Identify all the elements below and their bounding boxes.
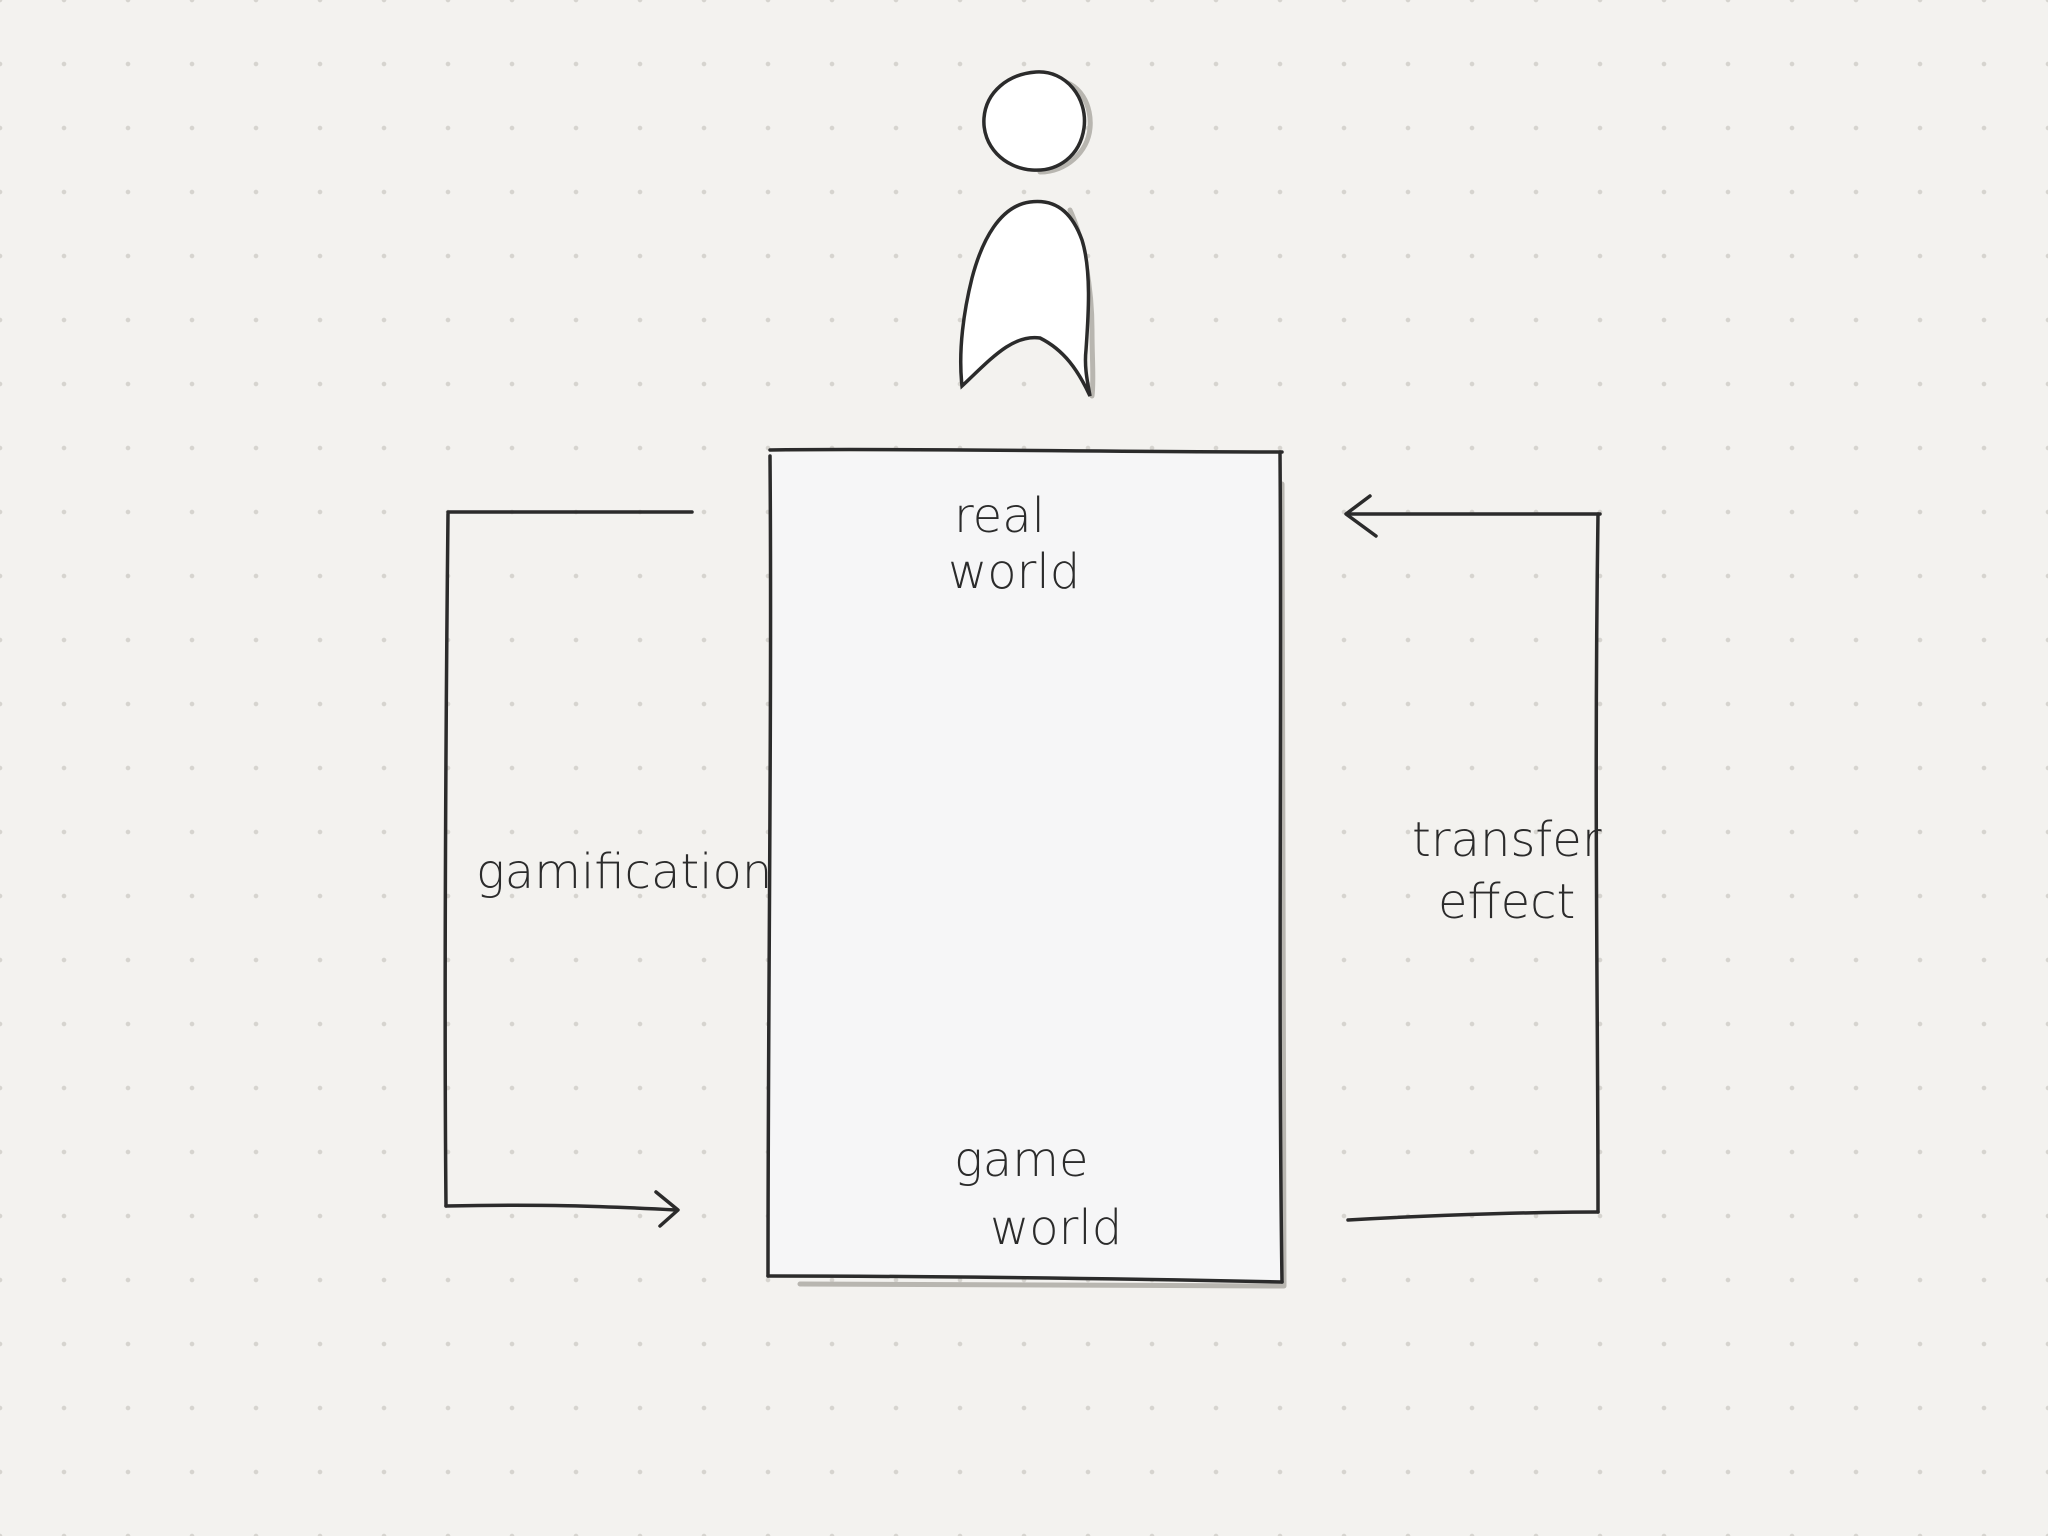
arrowhead-icon xyxy=(654,1190,680,1228)
person-body xyxy=(959,199,1096,399)
game-world-label: game world xyxy=(954,1132,1122,1256)
real-world-label: real world xyxy=(948,488,1080,600)
gamification-label: gamification xyxy=(476,844,772,900)
real-world-label-line2: world xyxy=(948,544,1080,600)
game-world-label-line1: game xyxy=(954,1132,1089,1188)
arrowhead-icon xyxy=(1344,494,1378,538)
real-world-label-line1: real xyxy=(954,488,1045,544)
game-world-label-line2: world xyxy=(990,1200,1122,1256)
transfer-effect-arrow: transfer effect xyxy=(1344,494,1602,1222)
transfer-label-line1: transfer xyxy=(1412,812,1602,868)
world-box xyxy=(766,447,1287,1289)
gamification-arrow: gamification xyxy=(443,510,772,1228)
person-icon xyxy=(959,70,1096,399)
person-head xyxy=(982,70,1093,175)
transfer-label-line2: effect xyxy=(1438,874,1575,930)
